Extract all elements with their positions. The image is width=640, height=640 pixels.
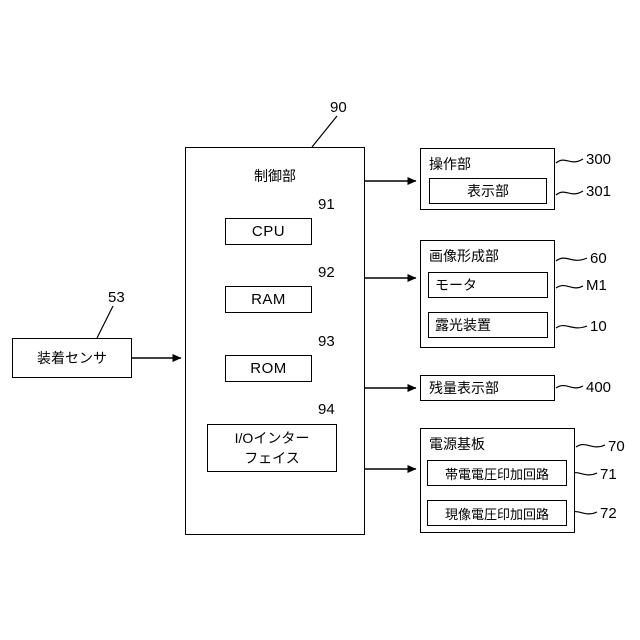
ref-60: 60 [590, 250, 607, 267]
exposure-label: 露光装置 [435, 317, 491, 333]
ref-53: 53 [108, 289, 125, 306]
remaining-label: 残量表示部 [429, 380, 499, 396]
ref-301: 301 [586, 183, 612, 200]
sensor-box: 装着センサ [12, 338, 132, 378]
ref-400: 400 [586, 379, 612, 396]
cpu-label: CPU [251, 223, 286, 240]
developing-circuit-label: 現像電圧印加回路 [444, 506, 549, 522]
sensor-label: 装着センサ [37, 350, 107, 366]
cpu-box: CPU [225, 218, 312, 245]
leader-53 [96, 305, 114, 339]
ref-71: 71 [600, 466, 617, 483]
ref-90: 90 [330, 99, 347, 116]
leader-90 [311, 115, 338, 148]
exposure-box: 露光装置 [428, 312, 548, 338]
motor-label: モータ [435, 277, 477, 293]
power-label: 電源基板 [429, 436, 485, 452]
ref-M1: M1 [586, 277, 607, 294]
charging-circuit-label: 帯電電圧印加回路 [444, 466, 549, 482]
developing-circuit-box: 現像電圧印加回路 [427, 500, 567, 526]
ram-label: RAM [251, 291, 286, 308]
display-box: 表示部 [429, 178, 547, 204]
operation-label: 操作部 [429, 156, 471, 172]
ref-92: 92 [318, 264, 335, 281]
ref-72: 72 [600, 505, 617, 522]
charging-circuit-box: 帯電電圧印加回路 [427, 460, 567, 486]
leader-300 [555, 158, 584, 164]
ref-300: 300 [586, 151, 612, 168]
leader-301 [555, 190, 584, 196]
display-label: 表示部 [467, 183, 509, 199]
leader-60 [555, 257, 588, 262]
ref-94: 94 [318, 401, 335, 418]
io-interface-label: I/Oインター フェイス [234, 429, 310, 466]
ram-box: RAM [225, 286, 312, 313]
leader-70 [575, 443, 606, 448]
leader-M1 [555, 284, 584, 289]
image-forming-label: 画像形成部 [429, 248, 499, 264]
io-interface-box: I/Oインター フェイス [207, 424, 337, 472]
ref-10: 10 [590, 318, 607, 335]
ref-93: 93 [318, 333, 335, 350]
controller-box: 制御部 [185, 147, 365, 535]
ref-91: 91 [318, 196, 335, 213]
controller-label: 制御部 [254, 168, 296, 184]
remaining-box: 残量表示部 [420, 375, 555, 401]
leader-400 [555, 384, 584, 389]
rom-box: ROM [225, 355, 312, 382]
motor-box: モータ [428, 272, 548, 298]
rom-label: ROM [250, 360, 287, 377]
leader-10 [555, 324, 588, 329]
ref-70: 70 [608, 438, 625, 455]
